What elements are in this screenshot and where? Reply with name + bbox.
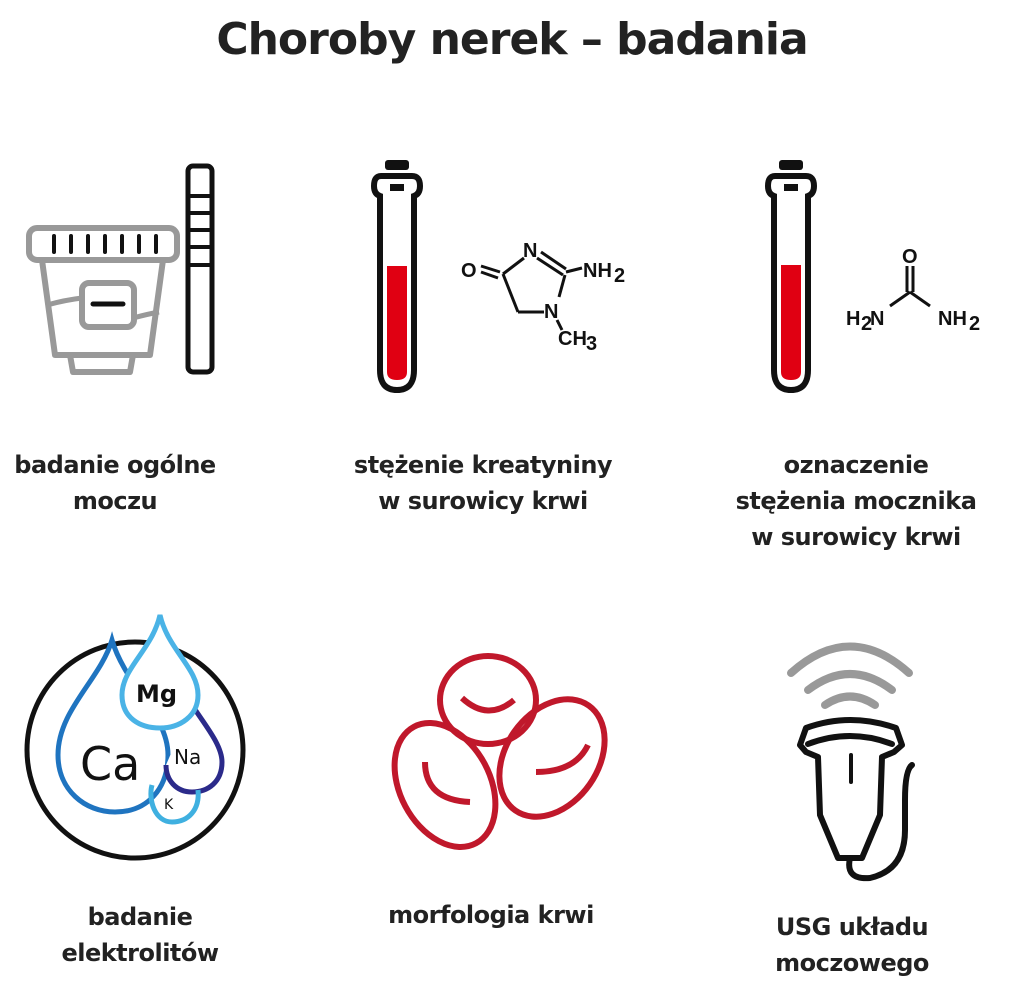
label-electrolytes: badanie elektrolitów (0, 899, 300, 971)
label-line: moczu (72, 487, 158, 515)
electrolyte-drops-icon: Ca Mg Na K (24, 614, 246, 861)
atom-ch3: CH (558, 328, 587, 350)
blood-tube-icon (764, 160, 818, 394)
atom-n: N (870, 308, 884, 330)
label-line: moczowego (775, 949, 929, 977)
label-urea: oznaczenie stężenia mocznika w surowicy … (696, 447, 1016, 555)
label-blood-count: morfologia krwi (331, 897, 651, 933)
atom-o: O (461, 260, 477, 282)
subscript: 2 (969, 313, 980, 335)
red-blood-cells-icon (391, 653, 608, 850)
test-strip-icon (185, 163, 215, 375)
atom-h: H (846, 308, 860, 330)
subscript: 3 (586, 333, 597, 355)
element-ca: Ca (80, 737, 140, 791)
label-ultrasound: USG układu moczowego (692, 909, 1012, 981)
label-line: morfologia krwi (388, 901, 594, 929)
atom-n: N (544, 301, 558, 323)
atom-o: O (902, 246, 918, 268)
ultrasound-probe-icon (787, 642, 915, 882)
atom-n: N (523, 240, 537, 262)
label-line: w surowicy krwi (751, 523, 961, 551)
element-mg: Mg (136, 680, 177, 708)
label-line: badanie (87, 903, 193, 931)
atom-nh2: NH (938, 308, 967, 330)
label-line: elektrolitów (61, 939, 219, 967)
element-na: Na (174, 745, 201, 769)
urea-formula: O H 2 N NH 2 (846, 246, 980, 335)
creatinine-formula: O N NH 2 N CH 3 (461, 240, 625, 355)
label-line: USG układu (775, 913, 929, 941)
element-k: K (164, 797, 174, 813)
label-line: w surowicy krwi (378, 487, 588, 515)
subscript: 2 (861, 313, 872, 335)
label-urinalysis: badanie ogólne moczu (0, 447, 275, 519)
atom-nh2: NH (583, 260, 612, 282)
page-title: Choroby nerek – badania (216, 14, 808, 65)
label-creatinine: stężenie kreatyniny w surowicy krwi (323, 447, 643, 519)
blood-tube-icon (370, 160, 424, 394)
label-line: stężenia mocznika (735, 487, 977, 515)
label-line: oznaczenie (783, 451, 929, 479)
urine-cup-icon (26, 225, 180, 375)
label-line: stężenie kreatyniny (353, 451, 613, 479)
subscript: 2 (614, 265, 625, 287)
label-line: badanie ogólne (14, 451, 216, 479)
